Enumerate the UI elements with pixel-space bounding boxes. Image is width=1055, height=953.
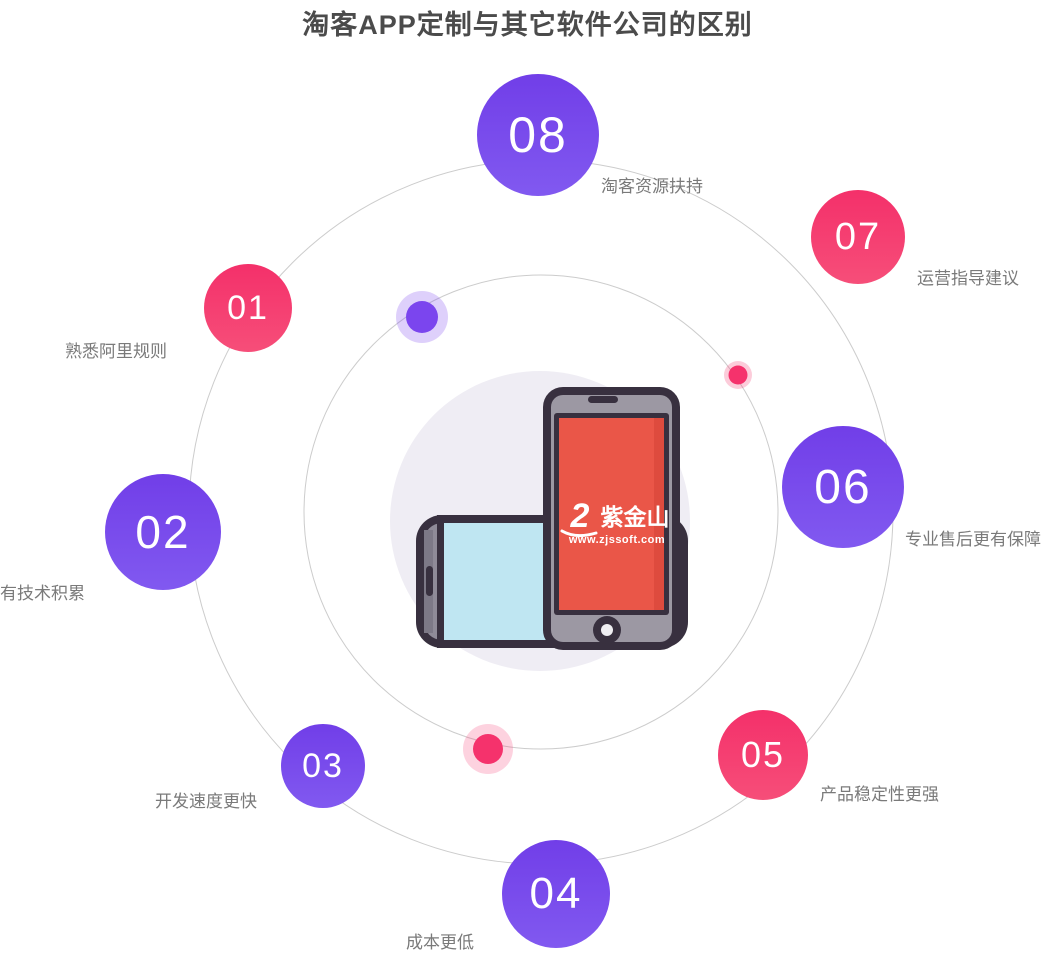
step-label-04: 成本更低 — [406, 933, 474, 952]
phones-illustration: 2 紫金山 www.zjssoft.com — [390, 371, 690, 671]
step-label-02: 有技术积累 — [0, 584, 85, 603]
step-bubble-04: 04 — [502, 840, 610, 948]
decor-dot-pink-large — [463, 724, 513, 774]
step-number: 06 — [814, 460, 872, 514]
step-label-05: 产品稳定性更强 — [820, 785, 939, 804]
step-bubble-02: 02 — [105, 474, 221, 590]
step-number: 03 — [302, 746, 344, 785]
step-label-03: 开发速度更快 — [155, 792, 257, 811]
decor-dot-pink-small — [724, 361, 752, 389]
phone-landscape-icon — [416, 515, 688, 648]
center-backdrop-circle — [390, 371, 690, 671]
step-bubble-01: 01 — [204, 264, 292, 352]
logo-swish — [560, 529, 598, 538]
phone-portrait-icon: 2 紫金山 www.zjssoft.com — [543, 387, 680, 650]
step-bubble-07: 07 — [811, 190, 905, 284]
step-number: 08 — [508, 107, 568, 163]
step-number: 04 — [529, 869, 583, 918]
step-label-08: 淘客资源扶持 — [601, 177, 703, 196]
step-label-06: 专业售后更有保障 — [905, 530, 1041, 549]
brand-logo-url: www.zjssoft.com — [568, 534, 665, 546]
dragon-logo-icon: 2 — [570, 497, 590, 535]
home-button-icon — [593, 616, 621, 644]
step-bubble-06: 06 — [782, 426, 904, 548]
step-number: 05 — [740, 734, 786, 775]
step-bubble-05: 05 — [718, 710, 808, 800]
step-bubble-08: 08 — [477, 74, 599, 196]
brand-logo: 2 紫金山 www.zjssoft.com — [560, 497, 670, 546]
brand-logo-text: 紫金山 — [601, 504, 670, 530]
step-number: 01 — [227, 288, 269, 327]
step-number: 07 — [834, 215, 882, 258]
page-title: 淘客APP定制与其它软件公司的区别 — [302, 10, 753, 40]
step-bubble-03: 03 — [281, 724, 365, 808]
decor-dot-purple — [396, 291, 448, 343]
inner-orbit-ring — [303, 274, 779, 750]
step-label-01: 熟悉阿里规则 — [65, 342, 167, 361]
step-number: 02 — [135, 506, 191, 558]
step-label-07: 运营指导建议 — [917, 269, 1019, 288]
